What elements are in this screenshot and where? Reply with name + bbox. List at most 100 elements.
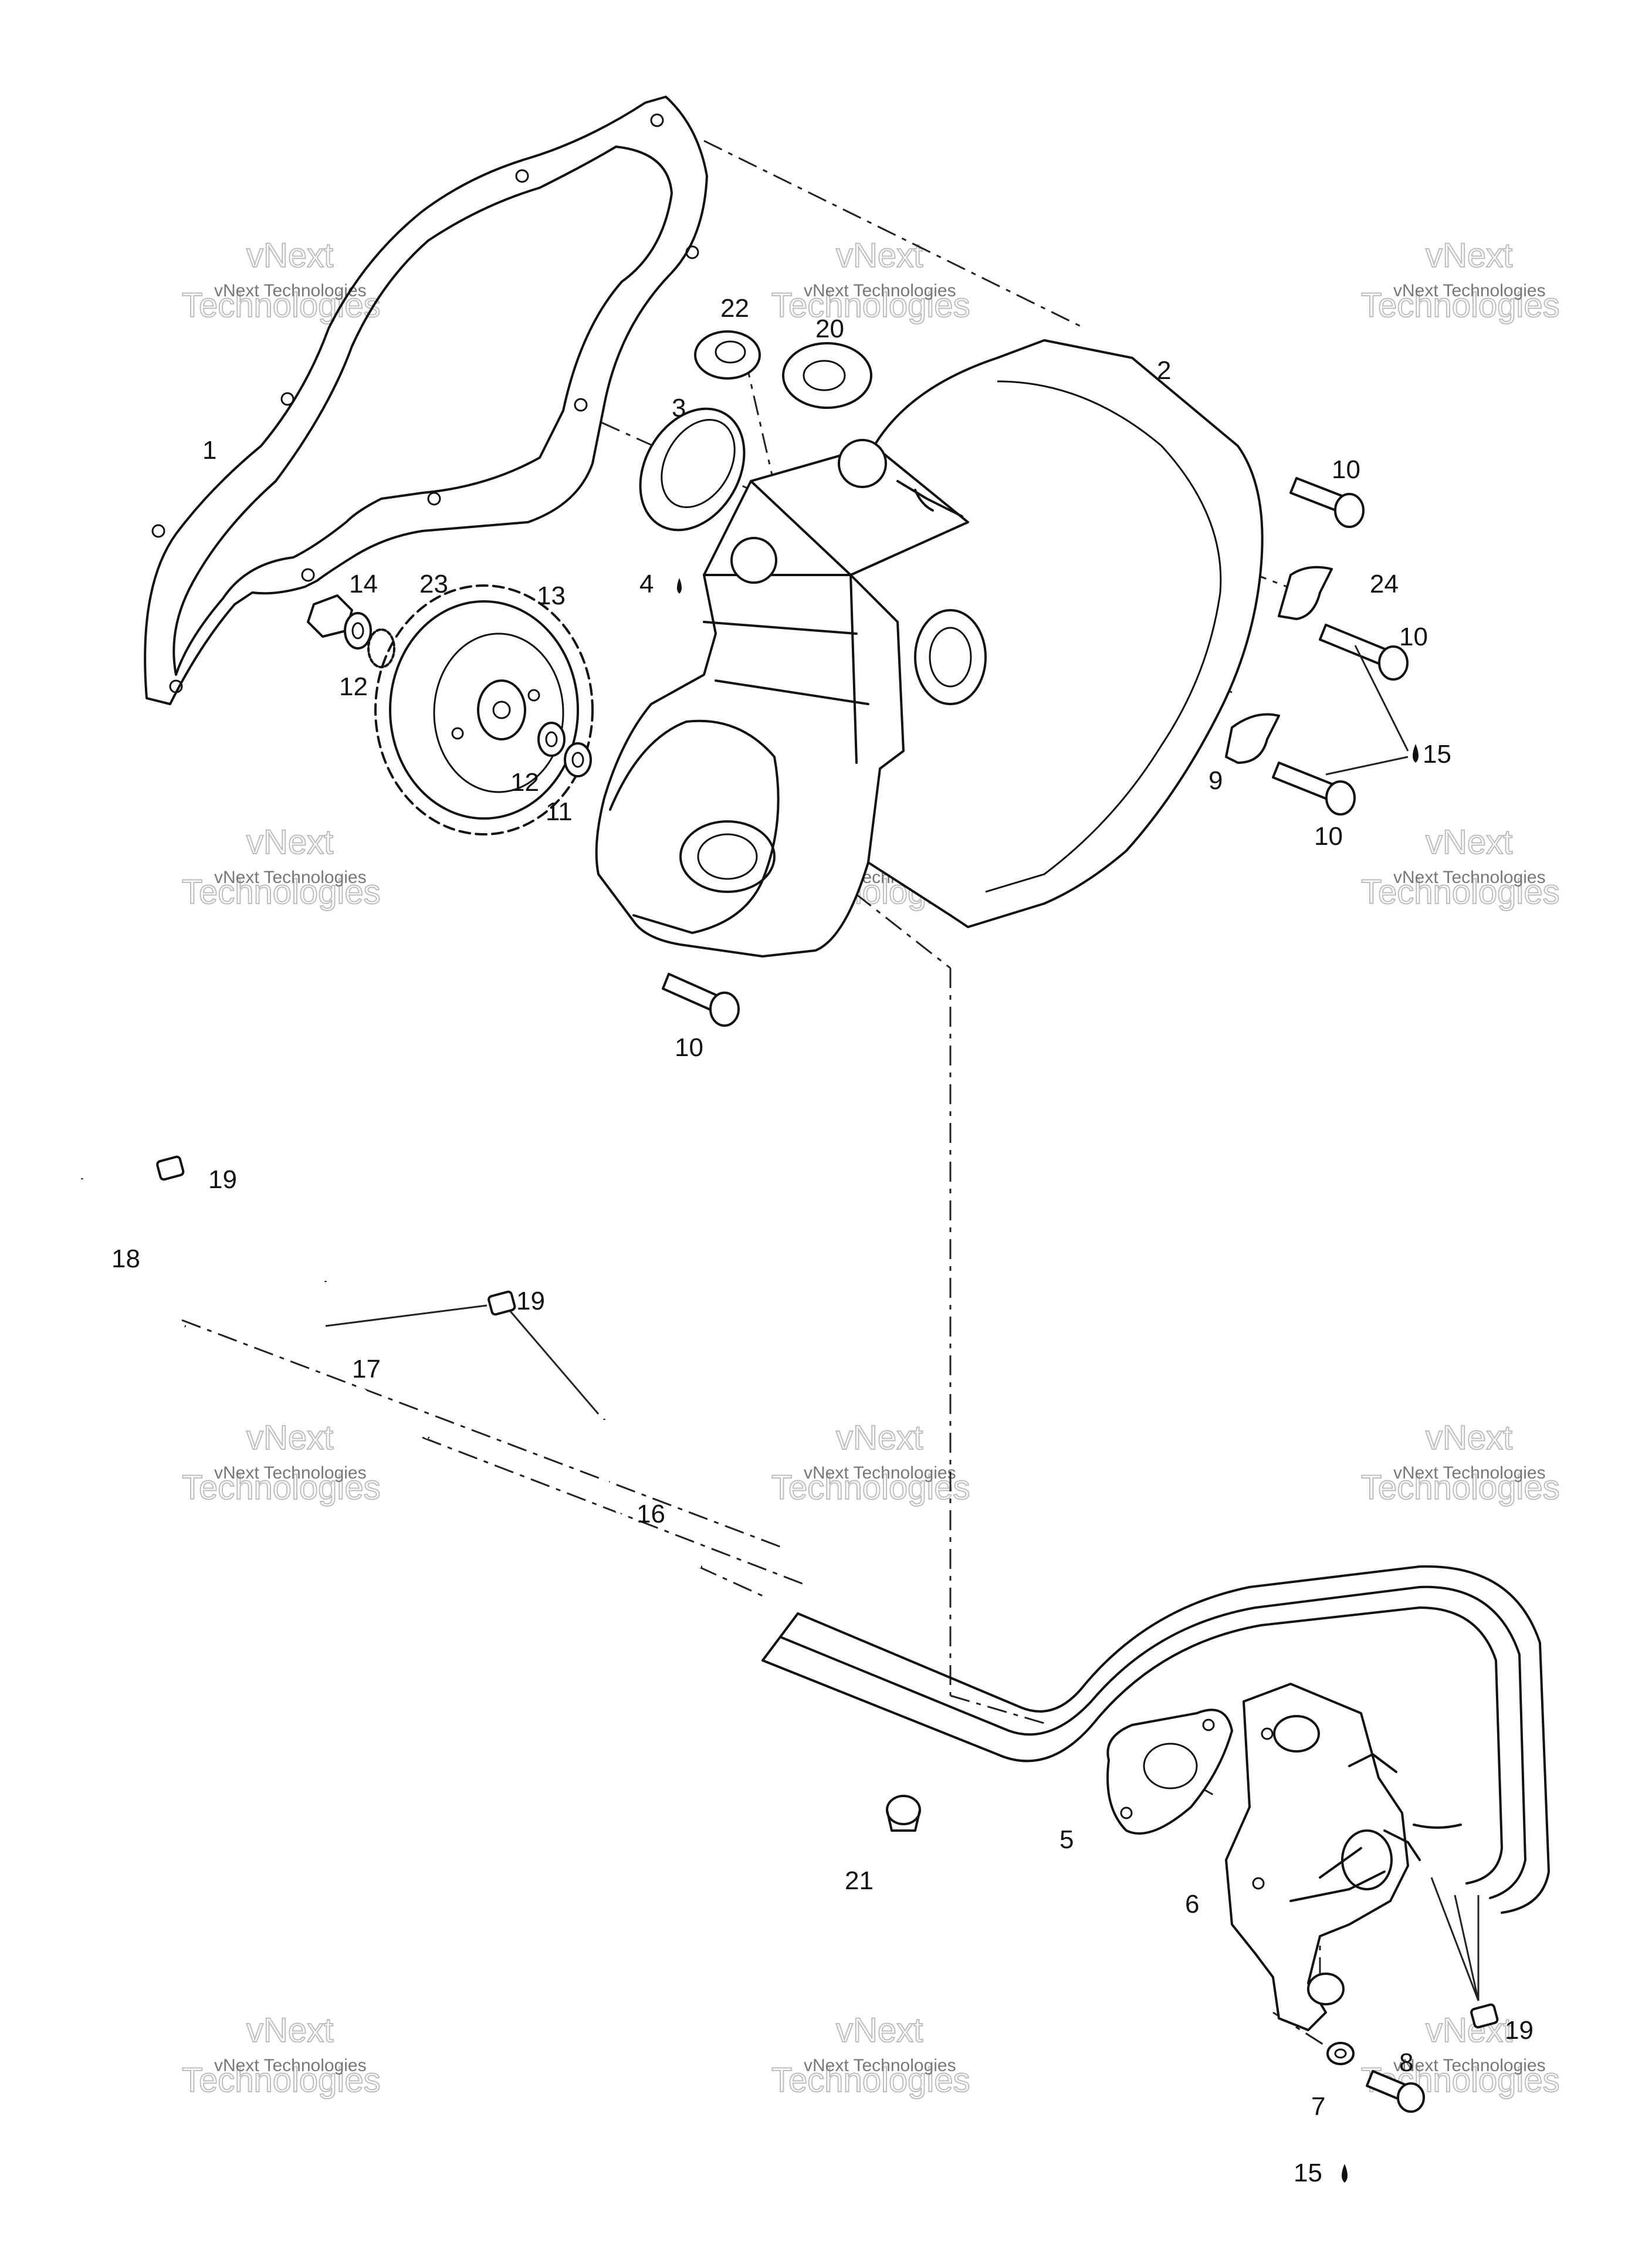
watermark-big-top: vNext: [836, 2011, 923, 2049]
watermark-small: vNext Technologies: [214, 281, 367, 300]
part-6-oil-pump: [1225, 1683, 1421, 2031]
part-23-spring: [367, 628, 395, 668]
part-19-clamp: [488, 1290, 516, 1316]
plug-20-center: [803, 360, 846, 391]
leader-19: [325, 1304, 488, 1327]
watermark-small: vNext Technologies: [1393, 868, 1546, 887]
clip-24: [1278, 566, 1333, 620]
pump-port: [1273, 1715, 1320, 1753]
callout-2: 2: [1157, 356, 1171, 385]
housing-nipple: [896, 480, 963, 517]
housing-port: [730, 537, 777, 584]
pump-mount-boss: [1307, 1973, 1345, 2005]
part-9-clip: [1225, 713, 1280, 764]
leader-19: [1430, 1877, 1480, 2001]
callout-leaders: [325, 645, 1480, 2001]
part-2-housing: [595, 339, 1264, 958]
part-12-washer-b: [537, 722, 566, 757]
part-5-gasket: [1106, 1709, 1233, 1835]
bolt-head: [1334, 493, 1365, 528]
clamp-19: [1470, 2003, 1499, 2029]
pump-linkage: [1289, 1847, 1386, 1902]
watermark-small: vNext Technologies: [214, 1463, 367, 1483]
watermark: vNext Technologies vNext Technologies: [181, 236, 381, 325]
leader-19: [1454, 1895, 1480, 2001]
watermark-big-top: vNext: [246, 823, 333, 861]
callout-22: 22: [720, 294, 749, 323]
part-21-sleeve: [886, 1795, 921, 1832]
callout-12b: 12: [510, 768, 539, 797]
callout-10b: 10: [1399, 623, 1428, 651]
gasket-hole: [427, 492, 441, 506]
clip-9: [1225, 713, 1280, 764]
watermark: vNext Technologies vNext Technologies: [181, 2011, 381, 2100]
watermark-big-bottom: Technologies: [1361, 286, 1560, 324]
hose-routing-line: [422, 1436, 804, 1585]
drop-icon: [1342, 2164, 1348, 2183]
washer-12: [537, 722, 566, 757]
bolt-head: [1378, 645, 1409, 681]
gasket-hole: [301, 568, 315, 582]
seal-inner: [661, 418, 736, 509]
watermark-big-top: vNext: [246, 2011, 333, 2049]
leader-15: [1325, 756, 1409, 776]
part-11-washer: [564, 742, 592, 777]
callout-18: 18: [111, 1244, 140, 1273]
callout-19b: 19: [516, 1287, 545, 1315]
oil-line: [779, 1585, 1526, 1899]
callout-7: 7: [1311, 2092, 1325, 2121]
part-19-clamp: [156, 1155, 185, 1181]
part-19-clamp: [1470, 2003, 1499, 2029]
watermark: vNext Technologies vNext Technologies: [181, 1418, 381, 1507]
watermark: vNext Technologies vNext Technologies: [771, 236, 971, 325]
watermark-big-bottom: Technologies: [182, 286, 381, 324]
watermark-big-bottom: Technologies: [182, 1469, 381, 1507]
callout-10a: 10: [1332, 455, 1360, 484]
plug-22: [694, 330, 761, 380]
watermark-big-top: vNext: [1426, 1419, 1512, 1457]
callout-8: 8: [1399, 2048, 1413, 2077]
plug-22-center: [715, 340, 746, 364]
callout-6: 6: [1185, 1890, 1199, 1919]
housing-seal-bore: [679, 820, 776, 893]
hose-17-core: [323, 1281, 429, 1439]
part-10-bolt: [1319, 624, 1409, 681]
housing-bearing-inner: [929, 627, 972, 688]
callout-13: 13: [537, 581, 566, 610]
housing-seal-bore-inner: [697, 833, 758, 880]
sleeve-21-body: [886, 1809, 921, 1832]
watermark-small: vNext Technologies: [1393, 1463, 1546, 1483]
drop-icons: [677, 578, 1419, 2183]
callout-14: 14: [349, 570, 378, 598]
gear-hub: [477, 679, 526, 740]
hose-18-core: [80, 1179, 186, 1328]
watermark: vNext Technologies vNext Technologies: [181, 823, 381, 912]
housing-port: [838, 439, 887, 488]
bolt-head: [1325, 780, 1356, 816]
oil-line-end: [1413, 1824, 1462, 1829]
watermark: vNext Technologies vNext Technologies: [1360, 1418, 1560, 1507]
housing-bearing-bore: [914, 609, 987, 705]
hose-routing-line: [181, 1319, 787, 1550]
part-18-hose: [80, 1178, 186, 1328]
watermark-big-bottom: Technologies: [182, 2061, 381, 2099]
part-13-gear: [374, 584, 594, 835]
part-10-bolt: [1289, 477, 1365, 528]
part-3-seal: [639, 407, 746, 532]
part-7-washer: [1326, 2042, 1355, 2065]
watermark: vNext Technologies vNext Technologies: [771, 1418, 971, 1507]
watermark-small: vNext Technologies: [214, 868, 367, 887]
callout-24: 24: [1370, 570, 1399, 598]
bolt-8-head: [1397, 2082, 1425, 2113]
callout-1: 1: [202, 436, 216, 465]
watermark-big-top: vNext: [246, 236, 333, 275]
clamp-19: [488, 1290, 516, 1316]
watermark-big-top: vNext: [246, 1419, 333, 1457]
part-1-gasket: [144, 96, 708, 705]
washer-7: [1326, 2042, 1355, 2065]
gear-hole: [527, 689, 540, 702]
hose-routing-line: [698, 1565, 763, 1597]
washer-12: [344, 612, 372, 649]
housing-top-block: [750, 445, 969, 576]
